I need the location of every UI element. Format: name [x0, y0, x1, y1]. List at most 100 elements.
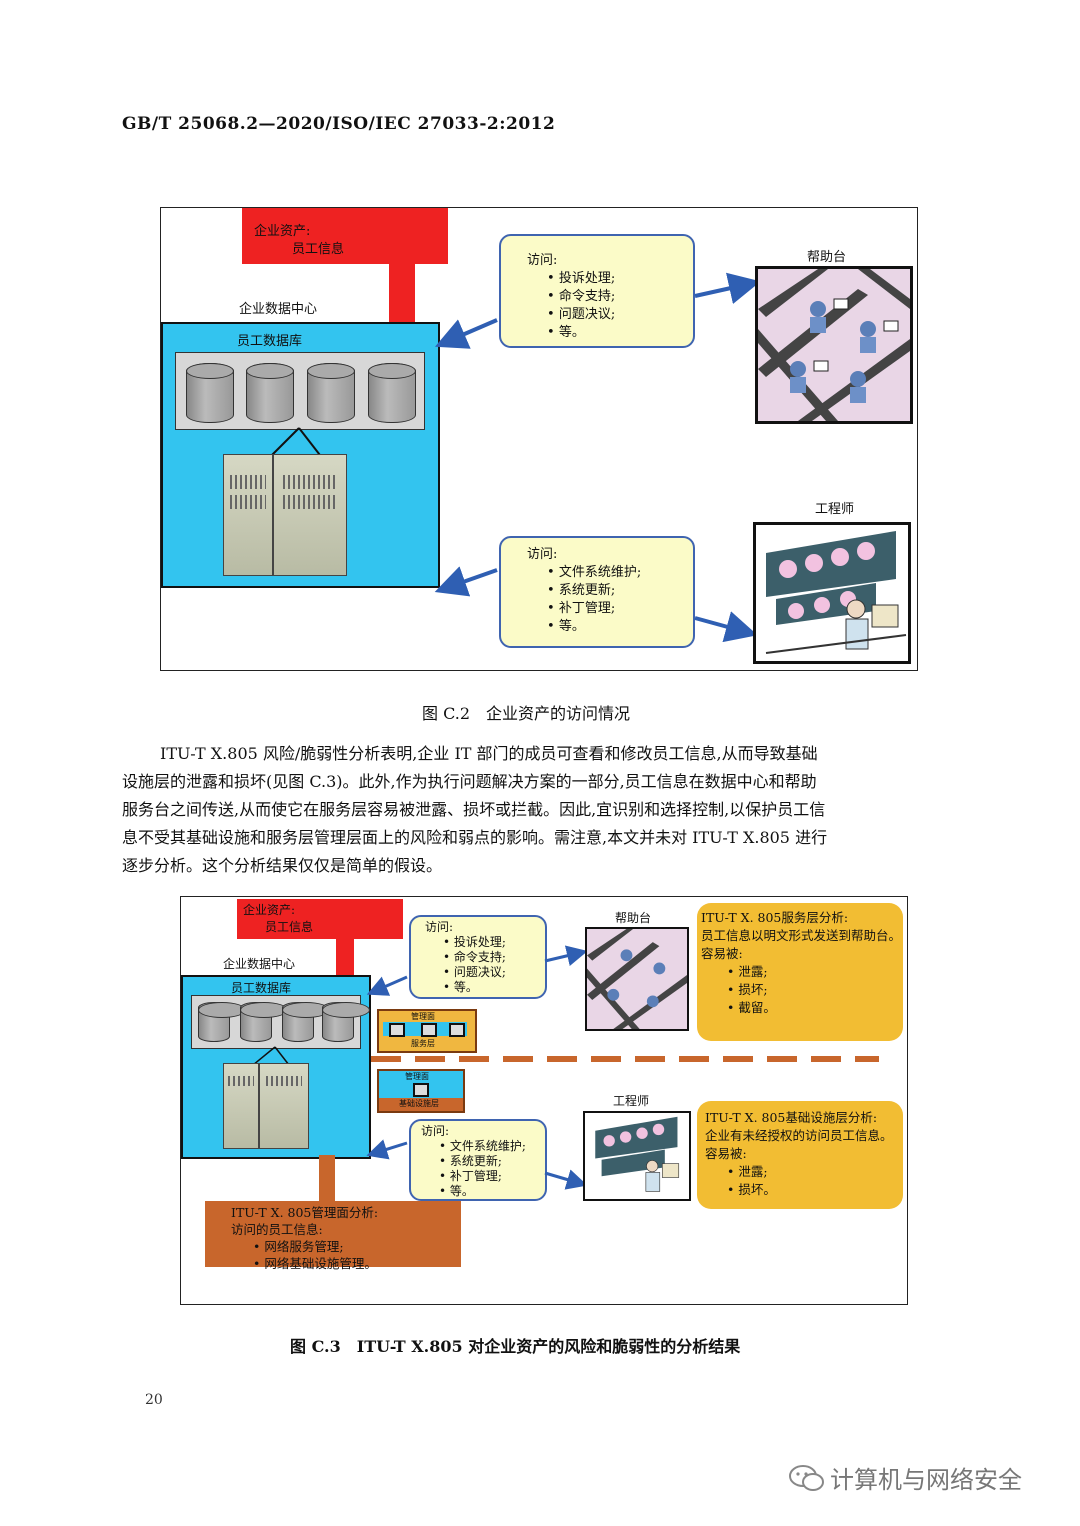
server-link-lines	[267, 427, 324, 460]
employee-db-label: 员工数据库	[237, 334, 303, 349]
engineer-illustration	[753, 522, 911, 664]
paragraph-line: 逐步分析。这个分析结果仅仅是简单的假设。	[122, 856, 443, 875]
list-item: 截留。	[727, 999, 903, 1017]
list-item: 补丁管理;	[439, 1169, 545, 1184]
helpdesk-illustration	[755, 266, 913, 424]
body-paragraph: ITU-T X.805 风险/脆弱性分析表明,企业 IT 部门的成员可查看和修改…	[122, 740, 960, 880]
engineer-illustration	[583, 1111, 691, 1201]
list-item: 等。	[547, 324, 693, 342]
engineer-monitors-icon	[765, 531, 907, 654]
watermark-text: 计算机与网络安全	[830, 1466, 1022, 1494]
list-item: 网络基础设施管理。	[253, 1255, 461, 1272]
list-item: 系统更新;	[439, 1154, 545, 1169]
watermark: 计算机与网络安全	[788, 1460, 1022, 1495]
mgmt-analysis-title: ITU-T X. 805管理面分析:	[231, 1205, 379, 1220]
paragraph-line: 设施层的泄露和损坏(见图 C.3)。此外,作为执行问题解决方案的一部分,员工信息…	[122, 772, 817, 791]
service-analysis-desc: 员工信息以明文形式发送到帮助台。	[701, 928, 902, 943]
service-analysis-vuln: 容易被:	[701, 946, 743, 961]
data-center-box: 员工数据库	[161, 322, 440, 588]
helpdesk-access-title: 访问:	[425, 920, 454, 934]
page-number: 20	[145, 1392, 163, 1408]
disk-array	[191, 995, 370, 1049]
disk-icon	[197, 1001, 246, 1042]
employee-db-label: 员工数据库	[231, 981, 292, 995]
data-center-box: 员工数据库	[181, 975, 371, 1159]
server-link-lines	[252, 1046, 290, 1066]
mini-layer-infra: 管理面 基础设施层	[377, 1069, 465, 1113]
infra-layer-analysis-box: ITU-T X. 805基础设施层分析: 企业有未经授权的访问员工信息。 容易被…	[697, 1101, 903, 1209]
list-item: 命令支持;	[443, 950, 545, 965]
mini-layer-top-label: 管理面	[411, 1012, 435, 1021]
figure-c3-caption: 图 C.3 ITU-T X.805 对企业资产的风险和脆弱性的分析结果	[290, 1337, 741, 1356]
switch-icon	[389, 1023, 405, 1037]
list-item: 系统更新;	[547, 582, 693, 600]
disk-icon	[281, 1001, 330, 1042]
engineer-access-box: 访问: 文件系统维护; 系统更新; 补丁管理; 等。	[409, 1119, 547, 1201]
disk-icon	[245, 362, 294, 423]
mgmt-connector	[319, 1155, 335, 1203]
list-item: 损坏;	[727, 981, 903, 999]
access-arrows	[366, 945, 588, 1190]
switch-icon	[413, 1083, 429, 1097]
mini-layer-footer	[379, 1098, 463, 1111]
engineer-monitors-icon	[595, 1116, 680, 1192]
enterprise-asset-line1: 企业资产:	[243, 903, 296, 917]
list-item: 网络服务管理;	[253, 1238, 461, 1255]
data-center-label: 企业数据中心	[223, 957, 296, 971]
list-item: 文件系统维护;	[439, 1139, 545, 1154]
asset-connector	[336, 937, 354, 977]
disk-icon	[367, 362, 416, 423]
enterprise-asset-box: 企业资产: 员工信息	[242, 208, 448, 264]
list-item: 问题决议;	[443, 965, 545, 980]
mini-layer-bottom-label: 服务层	[411, 1039, 435, 1048]
layer-divider-dashed	[371, 1056, 879, 1062]
helpdesk-access-box: 访问: 投诉处理; 命令支持; 问题决议; 等。	[409, 915, 547, 999]
data-center-label: 企业数据中心	[239, 302, 318, 317]
disk-icon	[321, 1001, 370, 1042]
helpdesk-cubicles-icon	[587, 929, 687, 1029]
server-icon	[223, 1063, 259, 1149]
paragraph-line: ITU-T X.805 风险/脆弱性分析表明,企业 IT 部门的成员可查看和修改…	[160, 744, 818, 763]
list-item: 命令支持;	[547, 288, 693, 306]
figure-c2-caption: 图 C.2 企业资产的访问情况	[422, 704, 631, 723]
helpdesk-label: 帮助台	[615, 911, 652, 925]
list-item: 等。	[547, 618, 693, 636]
helpdesk-cubicles-icon	[758, 269, 910, 421]
engineer-label: 工程师	[815, 502, 855, 517]
mgmt-analysis-desc: 访问的员工信息:	[231, 1222, 323, 1237]
helpdesk-access-box: 访问: 投诉处理; 命令支持; 问题决议; 等。	[499, 234, 695, 348]
list-item: 文件系统维护;	[547, 564, 693, 582]
infra-analysis-desc: 企业有未经授权的访问员工信息。	[705, 1128, 893, 1143]
asset-connector	[389, 262, 415, 326]
server-icon	[259, 1063, 309, 1149]
management-plane-analysis-box: ITU-T X. 805管理面分析: 访问的员工信息: 网络服务管理; 网络基础…	[205, 1201, 461, 1271]
mini-layer-top-label: 管理面	[405, 1072, 429, 1081]
list-item: 问题决议;	[547, 306, 693, 324]
figure-c3: 企业资产: 员工信息 企业数据中心 员工数据库 管理面 服务层 管	[180, 896, 908, 1305]
mini-layer-bottom-label: 基础设施层	[399, 1099, 439, 1108]
paragraph-line: 服务台之间传送,从而使它在服务层容易被泄露、损坏或拦截。因此,宜识别和选择控制,…	[122, 800, 826, 819]
list-item: 等。	[443, 980, 545, 995]
engineer-label: 工程师	[613, 1094, 650, 1108]
mini-layer-service: 管理面 服务层	[377, 1009, 477, 1053]
service-analysis-title: ITU-T X. 805服务层分析:	[701, 910, 849, 925]
disk-icon	[239, 1001, 288, 1042]
list-item: 损坏。	[727, 1181, 903, 1199]
list-item: 补丁管理;	[547, 600, 693, 618]
list-item: 等。	[439, 1184, 545, 1199]
list-item: 投诉处理;	[547, 270, 693, 288]
engineer-access-box: 访问: 文件系统维护; 系统更新; 补丁管理; 等。	[499, 536, 695, 648]
figure-c2: 企业资产: 员工信息 企业数据中心 员工数据库 访问: 投诉处理; 命令支持; …	[160, 207, 918, 671]
helpdesk-illustration	[585, 927, 689, 1031]
enterprise-asset-box: 企业资产: 员工信息	[237, 899, 403, 939]
infra-analysis-title: ITU-T X. 805基础设施层分析:	[705, 1110, 878, 1125]
engineer-access-title: 访问:	[421, 1124, 450, 1138]
wechat-icon	[789, 1464, 824, 1491]
enterprise-asset-line1: 企业资产:	[254, 224, 311, 239]
disk-icon	[306, 362, 355, 423]
paragraph-line: 息不受其基础设施和服务层管理层面上的风险和弱点的影响。需注意,本文并未对 ITU…	[122, 828, 828, 847]
list-item: 泄露;	[727, 963, 903, 981]
server-icon	[223, 454, 273, 576]
list-item: 泄露;	[727, 1163, 903, 1181]
infra-analysis-vuln: 容易被:	[705, 1146, 747, 1161]
